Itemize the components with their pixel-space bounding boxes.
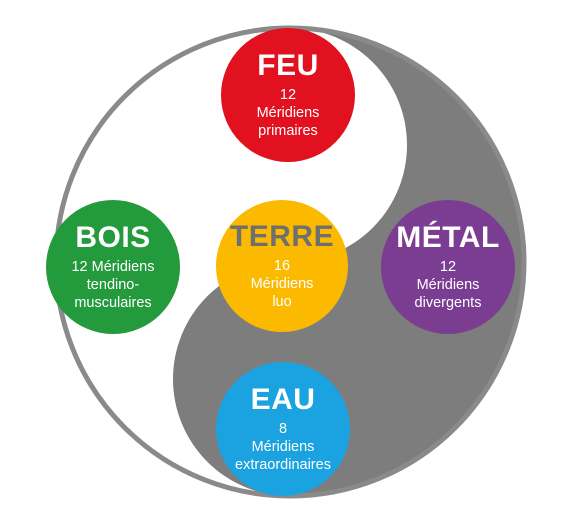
node-bois-line-2: tendino- xyxy=(86,277,140,293)
node-feu-line-1: 12 xyxy=(279,87,297,103)
node-eau-line-3: extraordinaires xyxy=(235,457,331,473)
node-metal-desc: 12 Méridiens divergents xyxy=(415,258,482,312)
node-bois-title: BOIS xyxy=(75,221,151,254)
node-metal-title: MÉTAL xyxy=(396,221,500,254)
node-feu-line-3: primaires xyxy=(258,123,318,139)
node-terre-line-3: luo xyxy=(272,294,292,310)
node-bois-desc: 12 Méridiens tendino- musculaires xyxy=(71,258,154,312)
node-feu: FEU 12 Méridiens primaires xyxy=(221,28,355,162)
node-terre-title: TERRE xyxy=(229,220,335,253)
node-bois-line-3: musculaires xyxy=(74,295,152,311)
node-eau-desc: 8 Méridiens extraordinaires xyxy=(235,420,331,474)
node-eau-line-1: 8 xyxy=(278,421,288,437)
node-eau-title: EAU xyxy=(250,383,316,416)
node-metal: MÉTAL 12 Méridiens divergents xyxy=(381,200,515,334)
node-metal-line-1: 12 xyxy=(439,259,457,275)
node-terre-line-2: Méridiens xyxy=(250,276,314,292)
node-metal-line-3: divergents xyxy=(414,295,482,311)
node-terre-desc: 16 Méridiens luo xyxy=(251,257,314,311)
node-terre: TERRE 16 Méridiens luo xyxy=(216,200,348,332)
node-feu-title: FEU xyxy=(257,49,319,82)
node-terre-line-1: 16 xyxy=(273,258,291,274)
node-bois-line-1: 12 Méridiens xyxy=(71,259,155,275)
node-eau: EAU 8 Méridiens extraordinaires xyxy=(216,362,350,496)
node-metal-line-2: Méridiens xyxy=(416,277,480,293)
node-bois: BOIS 12 Méridiens tendino- musculaires xyxy=(46,200,180,334)
node-feu-desc: 12 Méridiens primaires xyxy=(257,86,320,140)
node-eau-line-2: Méridiens xyxy=(251,439,315,455)
node-feu-line-2: Méridiens xyxy=(256,105,320,121)
